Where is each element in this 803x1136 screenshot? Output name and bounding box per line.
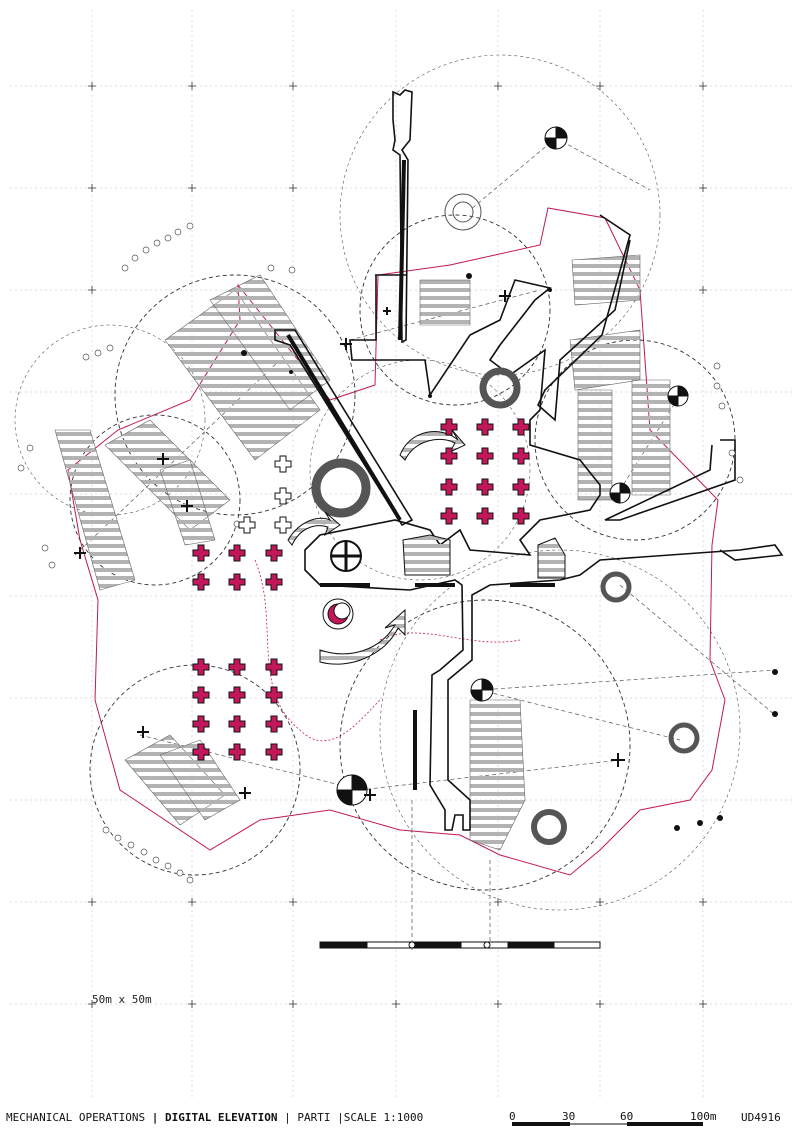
drawing-code: UD4916 [741, 1111, 781, 1124]
scale-tick-label: 30 [562, 1110, 576, 1123]
white-cross-markers [238, 455, 292, 534]
small-dots [241, 273, 778, 831]
flow-arrows [287, 429, 466, 665]
hatched-blocks [54, 254, 671, 851]
ring-markers [311, 193, 700, 845]
title-part-parti: PARTI [297, 1111, 331, 1124]
target-markers [322, 126, 689, 806]
inner-route [254, 559, 521, 742]
scale-tick-label: 60 [620, 1110, 634, 1123]
scale-tick-label: 100m [690, 1110, 717, 1123]
stair-icons [402, 534, 566, 579]
black-cross-nodes [74, 290, 625, 801]
footer-scale-bar [512, 1122, 703, 1126]
title-separator: | [330, 1111, 344, 1124]
grid-ticks [88, 82, 707, 1008]
title-block: MECHANICAL OPERATIONS | DIGITAL ELEVATIO… [6, 1111, 423, 1124]
scale-tick-label: 0 [509, 1110, 516, 1123]
heavy-bars [286, 159, 555, 790]
title-part-operations: MECHANICAL OPERATIONS [6, 1111, 146, 1124]
primary-structure [274, 89, 784, 831]
title-separator: | [145, 1111, 165, 1124]
site-boundary [67, 207, 726, 876]
title-part-elevation: DIGITAL ELEVATION [164, 1111, 278, 1124]
center-scale-bar [319, 941, 601, 949]
title-part-scale: SCALE 1:1000 [343, 1111, 424, 1124]
title-separator: | [277, 1111, 298, 1124]
grid-module-note: 50m x 50m [92, 993, 152, 1006]
